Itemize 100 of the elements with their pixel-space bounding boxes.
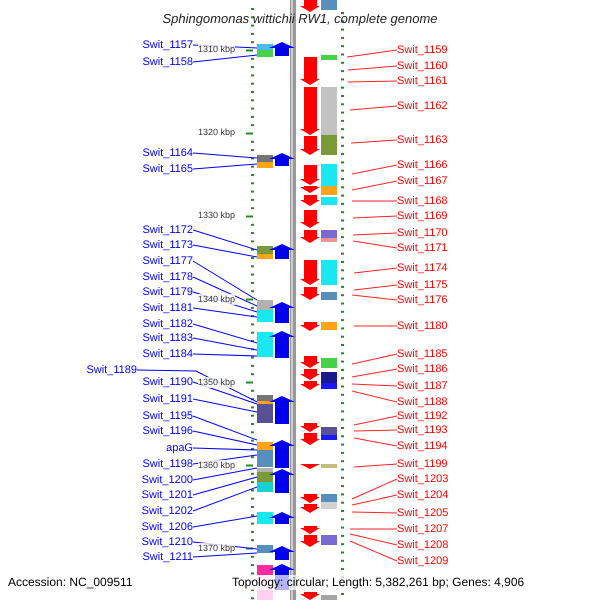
leader-line [354, 430, 398, 432]
position-label: 1320 kbp [198, 127, 235, 138]
leader-line [352, 354, 398, 364]
position-label: 1360 kbp [198, 460, 235, 471]
leader-line [192, 260, 258, 300]
gene-label: Swit_1177 [142, 254, 193, 268]
gene-label: Swit_1185 [397, 347, 448, 361]
position-label: 1330 kbp [198, 210, 235, 221]
gene-label: Swit_1188 [397, 395, 448, 409]
gene-label: Swit_1182 [142, 317, 193, 331]
leader-line [350, 528, 398, 530]
gene-label: Swit_1198 [142, 457, 193, 471]
leader-line [350, 106, 398, 110]
gene-label: Swit_1204 [397, 488, 448, 502]
gene-label: Swit_1186 [397, 362, 448, 376]
leader-line [192, 324, 258, 344]
leader-line [352, 512, 398, 514]
gene-label: Swit_1178 [142, 270, 193, 284]
gene-label: Swit_1184 [142, 347, 193, 361]
gene-label: Swit_1179 [142, 285, 193, 299]
leader-line [352, 216, 398, 218]
gene-label: Swit_1192 [397, 409, 448, 423]
gene-label: Swit_1208 [397, 538, 448, 552]
leader-line [352, 294, 398, 300]
gene-label: Swit_1191 [142, 392, 193, 406]
gene-label: Swit_1194 [397, 439, 448, 453]
leader-line [192, 54, 258, 62]
leader-line [354, 438, 398, 446]
gene-label: Swit_1189 [86, 363, 137, 377]
gene-label: Swit_1200 [142, 473, 193, 487]
gene-label: Swit_1183 [142, 331, 193, 345]
leader-line [192, 164, 258, 170]
leader-line [192, 552, 258, 558]
leader-line [192, 476, 258, 496]
leader-line [192, 152, 258, 158]
leader-line [192, 308, 258, 318]
gene-label: Swit_1166 [397, 158, 448, 172]
gene-label: Swit_1203 [397, 472, 448, 486]
position-label: 1310 kbp [198, 44, 235, 55]
gene-label: Swit_1171 [397, 241, 448, 255]
leader-line [352, 164, 398, 174]
leader-line [354, 464, 398, 468]
leader-line [350, 534, 398, 546]
gene-label: Swit_1211 [142, 550, 193, 564]
leader-line [348, 66, 398, 70]
info-text: Topology: circular; Length: 5,382,261 bp; Genes: 4,906 [232, 575, 524, 590]
leader-line [192, 230, 258, 250]
gene-label: Swit_1210 [142, 535, 193, 549]
leader-line [354, 416, 398, 426]
gene-label: Swit_1161 [397, 74, 448, 88]
gene-label: Swit_1165 [142, 162, 193, 176]
leader-line [354, 284, 398, 290]
gene-label: Swit_1180 [397, 319, 448, 333]
gene-label: Swit_1202 [142, 504, 193, 518]
leader-line [352, 384, 398, 386]
gene-label: Swit_1172 [142, 223, 193, 237]
gene-label: Swit_1159 [397, 43, 448, 57]
leader-line [354, 268, 398, 274]
leader-line [352, 180, 398, 190]
gene-label: Swit_1176 [397, 293, 448, 307]
leader-line [352, 478, 398, 500]
leader-line [192, 468, 258, 480]
gene-label: Swit_1175 [397, 278, 448, 292]
gene-label: Swit_1187 [397, 379, 448, 393]
gene-label: Swit_1181 [142, 301, 193, 315]
gene-label: Swit_1158 [142, 55, 193, 69]
leader-line [352, 494, 398, 506]
gene-label: Swit_1163 [397, 133, 448, 147]
gene-label: Swit_1190 [142, 375, 193, 389]
gene-label: Swit_1168 [397, 194, 448, 208]
leader-line [192, 416, 258, 440]
gene-label: Swit_1195 [142, 409, 193, 423]
leader-line [192, 448, 258, 450]
leader-line [352, 240, 398, 248]
gene-label: Swit_1199 [397, 457, 448, 471]
leader-line [346, 50, 398, 58]
gene-label: apaG [166, 441, 193, 455]
leader-line [192, 516, 258, 528]
leader-line [352, 390, 398, 402]
leader-line [192, 430, 258, 446]
gene-label: Swit_1209 [397, 554, 448, 568]
gene-label: Swit_1206 [142, 520, 193, 534]
gene-label: Swit_1174 [397, 261, 448, 275]
title: Sphingomonas wittichii RW1, complete genome [161, 10, 439, 28]
gene-label: Swit_1170 [397, 226, 448, 240]
position-label: 1350 kbp [198, 377, 235, 388]
gene-label: Swit_1207 [397, 522, 448, 536]
leader-line [352, 232, 398, 236]
leader-line [192, 398, 258, 412]
gene-label: Swit_1193 [397, 423, 448, 437]
leader-line [352, 200, 398, 202]
leader-line [350, 540, 398, 562]
leader-line [192, 276, 258, 306]
gene-label: Swit_1164 [142, 146, 193, 160]
leader-line [348, 80, 398, 82]
gene-label: Swit_1157 [142, 38, 193, 52]
leader-line [192, 486, 258, 512]
position-label: 1340 kbp [198, 294, 235, 305]
gene-label: Swit_1160 [397, 59, 448, 73]
gene-label: Swit_1173 [142, 238, 193, 252]
